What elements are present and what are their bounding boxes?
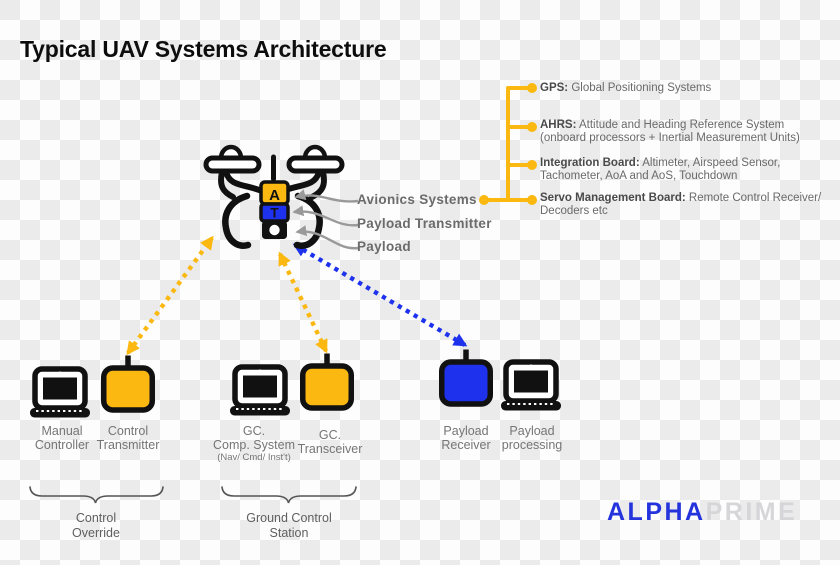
label-gc-transceiver: GC. Transceiver (297, 428, 363, 456)
subsystem-integration-term: Integration Board: (540, 157, 640, 169)
callout-avionics-systems: Avionics Systems (357, 192, 477, 207)
label-gc-comp-system: GC. Comp. System (Nav/ Cmd/ Inst't) (213, 424, 295, 463)
drone-left-propeller (203, 155, 262, 174)
subsystem-servo-desc: Remote Control Receiver/ Decoders etc (540, 192, 822, 217)
subsystem-gps: GPS: Global Positioning Systems (540, 82, 832, 95)
subsystem-gps-desc: Global Positioning Systems (568, 82, 712, 94)
label-control-transmitter: Control Transmitter (96, 424, 160, 452)
link-control-transmitter-to-drone (126, 235, 214, 356)
avionics-module-letter: A (269, 187, 280, 204)
brace-ground-control-station (221, 486, 357, 504)
label-payload-processing: Payload processing (501, 424, 563, 452)
logo-alpha: ALPHA (607, 498, 706, 526)
subsystem-integration-desc: Altimeter, Airspeed Sensor, Tachometer, … (540, 157, 781, 182)
alphaprime-logo: ALPHAPRIME (607, 498, 797, 527)
logo-prime: PRIME (705, 498, 798, 526)
callout-leader-lines (292, 189, 359, 250)
label-gc-comp-system-sub: (Nav/ Cmd/ Inst't) (217, 452, 291, 463)
brace-control-override (29, 486, 164, 504)
callout-payload-transmitter: Payload Transmitter (357, 216, 492, 231)
label-payload-receiver: Payload Receiver (441, 424, 491, 452)
subsystem-servo-term: Servo Management Board: (540, 192, 686, 204)
subsystem-ahrs-term: AHRS: (540, 119, 577, 131)
label-control-override: Control Override (72, 511, 120, 540)
drone-icon: A T (203, 144, 345, 249)
manual-controller-laptop-icon (30, 369, 90, 418)
control-transmitter-icon (104, 356, 153, 411)
avionics-subsystem-tree (479, 83, 537, 205)
drone-right-propeller (286, 155, 345, 174)
tree-node-ahrs (527, 122, 537, 132)
tree-node-integration-board (527, 160, 537, 170)
gc-transceiver-icon (303, 354, 352, 409)
page-title: Typical UAV Systems Architecture (20, 36, 387, 62)
subsystem-gps-term: GPS: (540, 82, 569, 94)
tree-node-avionics (479, 195, 489, 205)
subsystem-servo-board: Servo Management Board: Remote Control R… (540, 192, 832, 218)
tree-node-gps (527, 83, 537, 93)
label-manual-controller: Manual Controller (34, 424, 90, 452)
payload-receiver-icon (442, 350, 491, 405)
payload-transmitter-module-letter: T (270, 206, 279, 221)
label-ground-control-station: Ground Control Station (246, 511, 332, 540)
payload-processing-laptop-icon (501, 362, 561, 411)
link-gc-transceiver-to-drone (278, 251, 328, 354)
tree-node-servo-board (527, 195, 537, 205)
drone-arms (218, 169, 327, 200)
payload-camera-lens (269, 224, 280, 236)
subsystem-ahrs: AHRS: Attitude and Heading Reference Sys… (540, 119, 832, 145)
subsystem-integration-board: Integration Board: Altimeter, Airspeed S… (540, 157, 832, 183)
callout-payload: Payload (357, 239, 411, 254)
drone-legs (222, 192, 323, 249)
gc-computer-laptop-icon (230, 367, 290, 416)
subsystem-ahrs-desc: Attitude and Heading Reference System (o… (540, 119, 800, 144)
link-drone-to-payload-receiver (292, 243, 468, 347)
